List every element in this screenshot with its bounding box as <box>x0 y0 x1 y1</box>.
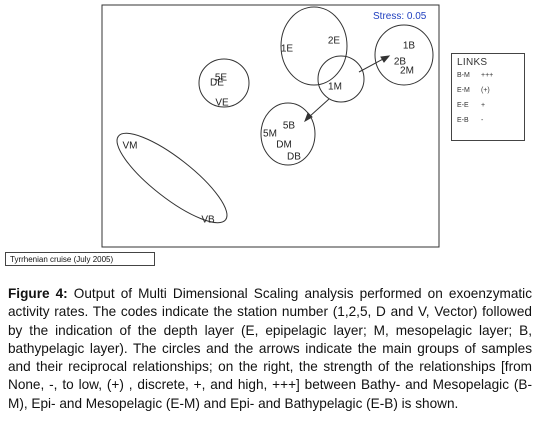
links-row-e-b: E-B - <box>452 113 524 128</box>
plot-frame <box>101 4 440 248</box>
point-label-1m: 1M <box>328 82 342 93</box>
point-label-ve: VE <box>215 98 229 109</box>
links-row-strength: - <box>481 117 484 124</box>
arrow-1M-to-2B <box>358 57 386 73</box>
links-row-e-m: E-M (+) <box>452 83 524 98</box>
point-label-5e: 5E <box>215 73 228 84</box>
links-row-code: E-M <box>457 87 470 94</box>
arrow-1M-to-5B <box>308 98 330 118</box>
ellipse-station1-meso <box>317 55 365 103</box>
point-label-de: DE <box>210 78 224 89</box>
ellipse-stationV-deep <box>116 132 228 224</box>
links-row-strength: + <box>481 102 486 109</box>
links-row-code: E-E <box>457 102 469 109</box>
point-label-1b: 1B <box>403 41 416 52</box>
point-label-vm: VM <box>123 141 138 152</box>
links-row-e-e: E-E + <box>452 98 524 113</box>
ellipse-station5-D <box>260 102 316 166</box>
links-row-strength: (+) <box>481 87 490 94</box>
arrowhead-5B <box>304 112 313 123</box>
figure-caption-lead: Figure 4: <box>8 286 68 301</box>
point-label-1e: 1E <box>281 44 294 55</box>
point-label-5b: 5B <box>283 121 296 132</box>
point-label-2m: 2M <box>400 66 414 77</box>
links-row-b-m: B-M +++ <box>452 68 524 83</box>
group-ellipses <box>116 6 434 224</box>
links-row-strength: +++ <box>481 72 494 79</box>
point-label-dm: DM <box>276 140 292 151</box>
links-legend-title: LINKS <box>457 57 488 68</box>
links-row-code: E-B <box>457 117 469 124</box>
figure-caption-text: Output of Multi Dimensional Scaling anal… <box>8 286 532 411</box>
stress-label: Stress: 0.05 <box>373 11 427 22</box>
links-legend-rows: B-M +++ E-M (+) E-E + E-B - <box>452 68 524 128</box>
point-label-vb: VB <box>201 215 215 226</box>
cruise-label: Tyrrhenian cruise (July 2005) <box>5 252 155 266</box>
point-label-5m: 5M <box>263 129 277 140</box>
links-row-code: B-M <box>457 72 470 79</box>
ellipse-epi-station1-2 <box>280 6 348 86</box>
point-label-2b: 2B <box>394 57 407 68</box>
figure-caption: Figure 4: Output of Multi Dimensional Sc… <box>8 285 532 413</box>
ellipse-epi-stationD-V <box>198 58 250 108</box>
point-label-db: DB <box>287 152 301 163</box>
ellipse-bathy-meso-station2 <box>374 24 434 86</box>
links-legend: LINKS B-M +++ E-M (+) E-E + E-B - <box>451 53 525 141</box>
point-label-2e: 2E <box>328 36 341 47</box>
arrowhead-2B <box>380 55 391 63</box>
relationship-arrows <box>304 55 391 123</box>
